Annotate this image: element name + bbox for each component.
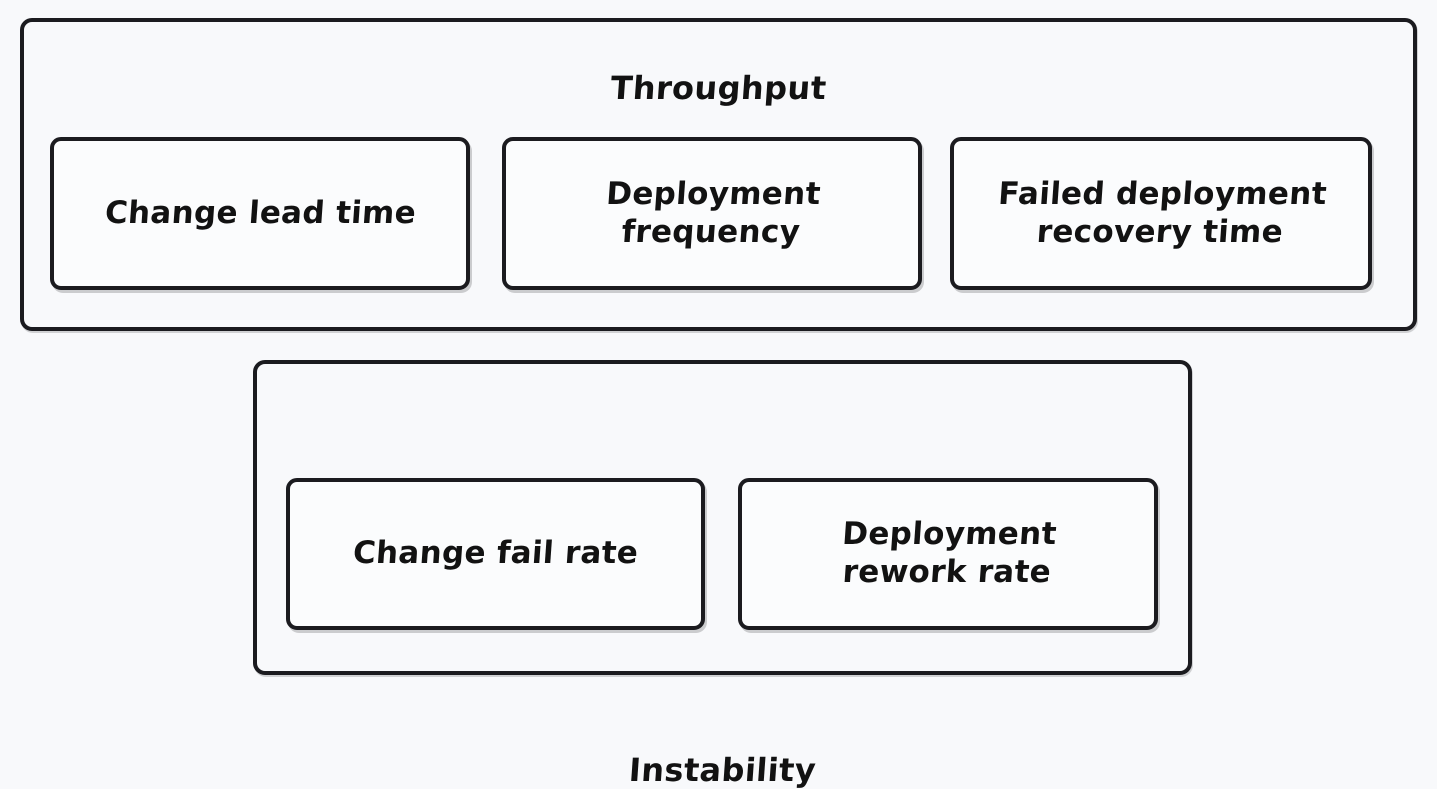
card-failed-deployment-recovery-time[interactable]: Failed deployment recovery time bbox=[950, 137, 1372, 290]
card-label-deployment-frequency: Deployment frequency bbox=[604, 175, 822, 250]
card-label-deployment-rework-rate: Deployment rework rate bbox=[840, 516, 1058, 590]
card-deployment-rework-rate[interactable]: Deployment rework rate bbox=[738, 478, 1158, 630]
card-label-change-lead-time: Change lead time bbox=[103, 194, 417, 231]
card-change-fail-rate[interactable]: Change fail rate bbox=[286, 478, 705, 630]
group-title-instability: Instability bbox=[627, 751, 818, 789]
group-title-throughput: Throughput bbox=[609, 69, 828, 107]
card-deployment-frequency[interactable]: Deployment frequency bbox=[502, 137, 922, 290]
diagram-canvas: Throughput Change lead time Deployment f… bbox=[20, 18, 1417, 789]
card-label-failed-deployment-recovery-time: Failed deployment recovery time bbox=[996, 175, 1328, 250]
card-change-lead-time[interactable]: Change lead time bbox=[50, 137, 470, 290]
card-label-change-fail-rate: Change fail rate bbox=[351, 535, 640, 572]
